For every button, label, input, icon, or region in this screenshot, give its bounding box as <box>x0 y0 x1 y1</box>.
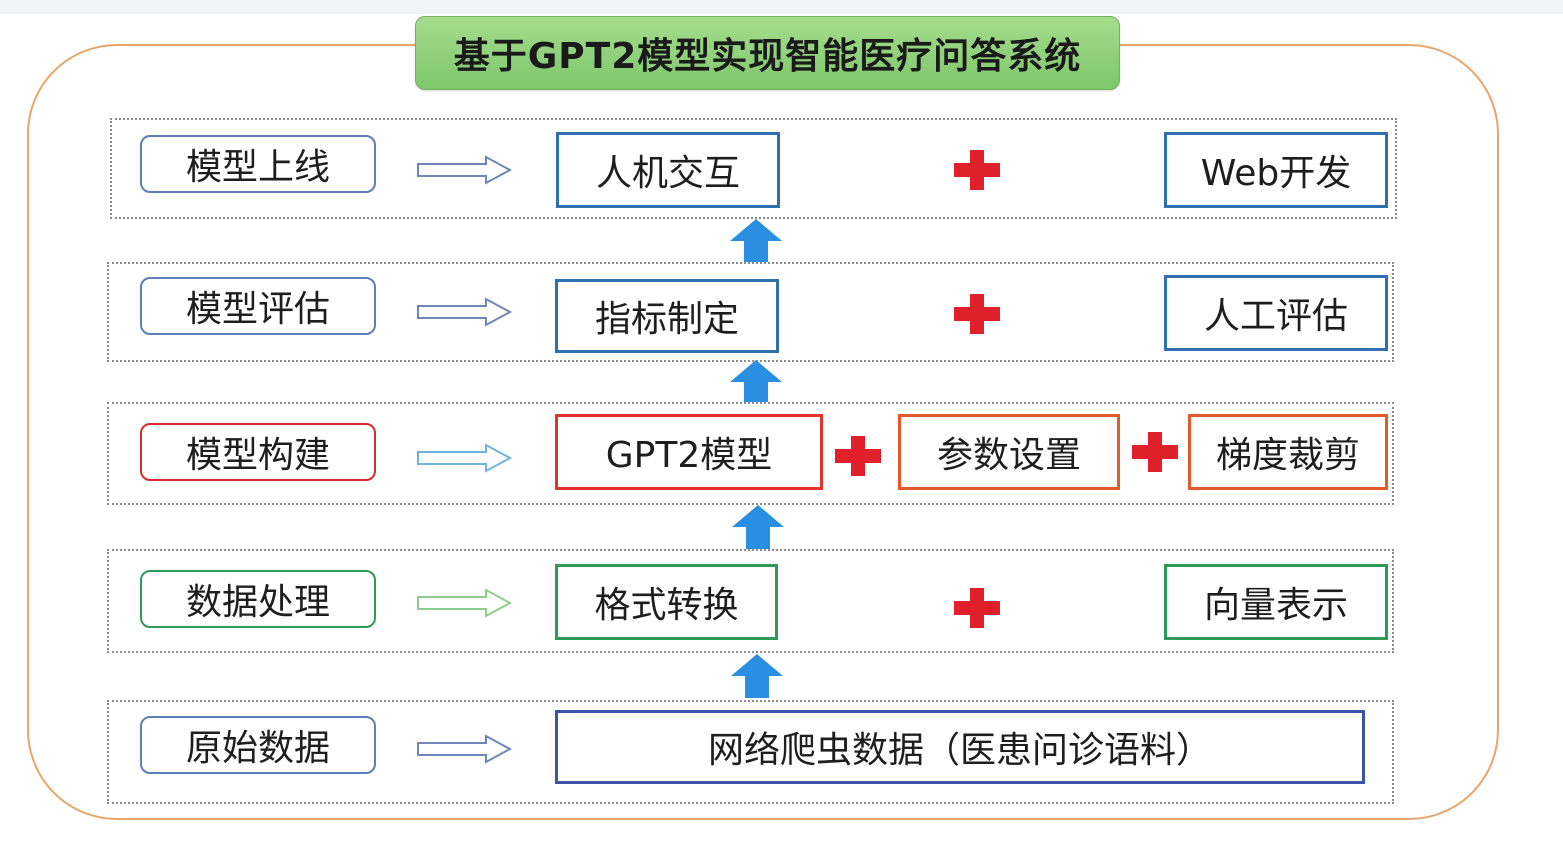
box-vector-representation: 向量表示 <box>1164 564 1388 640</box>
up-arrow-icon <box>730 360 782 404</box>
plus-icon <box>954 588 1000 628</box>
plus-icon <box>835 436 881 476</box>
box-gpt2-model: GPT2模型 <box>555 414 823 490</box>
plus-icon <box>954 294 1000 334</box>
box-web-crawler-data: 网络爬虫数据（医患问诊语料） <box>555 710 1365 784</box>
right-arrow-icon <box>417 443 512 473</box>
up-arrow-icon <box>730 219 782 263</box>
stage-raw-data: 原始数据 <box>140 716 376 774</box>
plus-icon <box>954 150 1000 190</box>
diagram-title: 基于GPT2模型实现智能医疗问答系统 <box>415 16 1120 90</box>
right-arrow-icon <box>417 297 512 327</box>
box-parameter-settings: 参数设置 <box>898 414 1120 490</box>
box-gradient-clipping: 梯度裁剪 <box>1188 414 1388 490</box>
box-human-machine-interaction: 人机交互 <box>556 132 780 208</box>
box-metric-definition: 指标制定 <box>555 279 779 353</box>
stage-model-building: 模型构建 <box>140 423 376 481</box>
right-arrow-icon <box>417 734 512 764</box>
plus-icon <box>1132 432 1178 472</box>
stage-data-processing: 数据处理 <box>140 570 376 628</box>
right-arrow-icon <box>417 155 512 185</box>
up-arrow-icon <box>731 654 783 698</box>
box-manual-evaluation: 人工评估 <box>1164 275 1388 351</box>
box-web-development: Web开发 <box>1164 132 1388 208</box>
stage-deploy: 模型上线 <box>140 135 376 193</box>
up-arrow-icon <box>732 505 784 549</box>
stage-evaluation: 模型评估 <box>140 277 376 335</box>
box-format-conversion: 格式转换 <box>555 564 778 640</box>
top-strip <box>0 0 1563 14</box>
right-arrow-icon <box>417 588 512 618</box>
